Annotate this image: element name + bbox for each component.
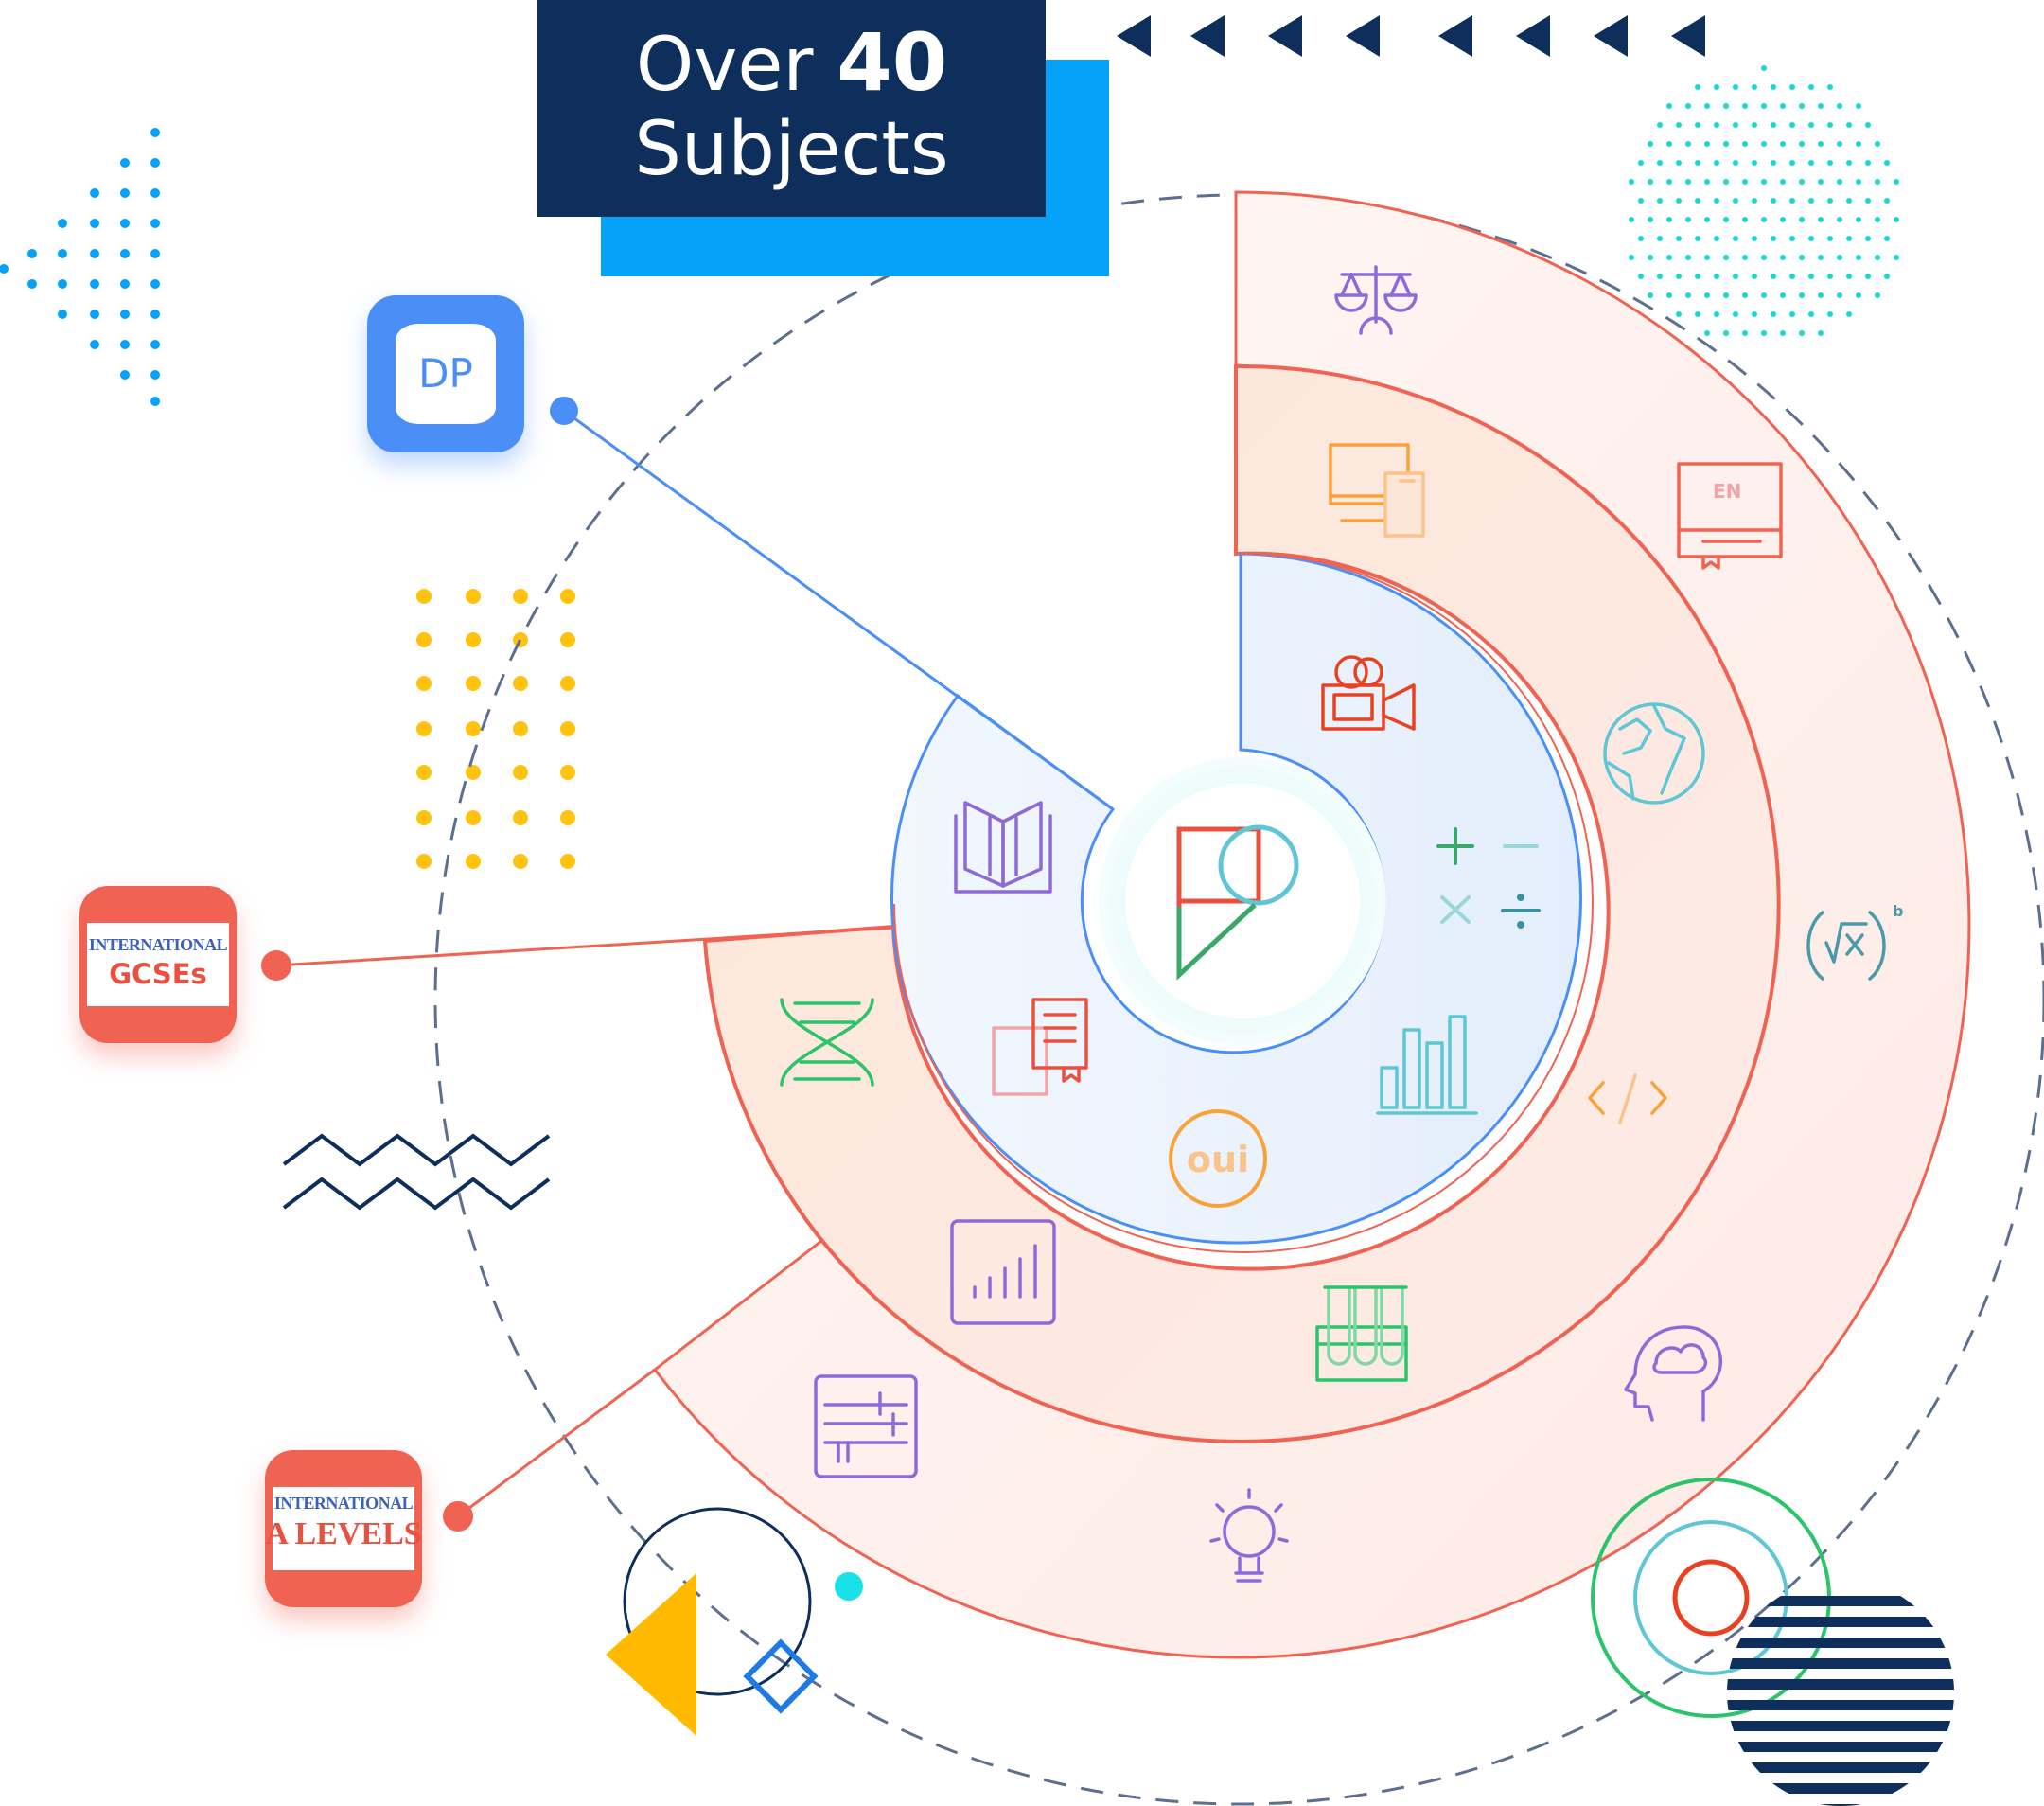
subject-count: 40 [837, 16, 948, 109]
test-tubes-icon [1315, 1285, 1408, 1382]
dna-icon [780, 998, 874, 1087]
english-book-icon: EN [1677, 462, 1783, 570]
striped-circle-decoration [1727, 1596, 1954, 1806]
igcse-label-top: INTERNATIONAL [88, 935, 228, 954]
code-icon [1588, 1073, 1667, 1124]
math-operators-icon [1436, 827, 1541, 929]
triangle-row-decoration [1117, 15, 1705, 57]
igcse-label-bottom: GCSEs [109, 958, 207, 990]
globe-icon [1603, 702, 1705, 805]
headline-banner: Over 40 Subjects [537, 0, 1046, 217]
connector-lines [261, 397, 1113, 1532]
open-book-icon [954, 801, 1052, 894]
dp-label: DP [418, 350, 473, 397]
dot-grid-decoration [416, 589, 575, 869]
french-oui-icon: oui [1169, 1109, 1267, 1208]
headline-line-1: Over 40 [537, 21, 1046, 107]
igcse-programme-tile[interactable]: INTERNATIONAL GCSEs [79, 886, 237, 1043]
alevel-label-top: INTERNATIONAL [273, 1494, 414, 1513]
lightbulb-icon [1209, 1488, 1289, 1583]
middle-ring-segment [702, 363, 1781, 1443]
film-camera-icon [1321, 655, 1416, 731]
chart-frame-icon [950, 1219, 1056, 1325]
geometric-shapes-decoration [606, 1507, 863, 1736]
zigzag-decoration [282, 1133, 551, 1211]
scales-icon [1334, 265, 1418, 335]
center-logo-icon [1176, 824, 1299, 981]
headline-prefix: Over [635, 23, 814, 108]
devices-icon [1329, 443, 1425, 538]
alevel-programme-tile[interactable]: INTERNATIONAL A LEVELS [265, 1450, 422, 1607]
alevel-label-bottom: A LEVELS [265, 1516, 422, 1551]
headline-line-2: Subjects [634, 107, 949, 192]
alevel-card [273, 1487, 414, 1570]
english-label: EN [1713, 480, 1741, 503]
brain-head-icon [1624, 1325, 1722, 1422]
dp-tile-badge [396, 324, 496, 424]
dp-programme-tile[interactable]: DP [367, 295, 524, 452]
bar-chart-icon [1376, 1015, 1478, 1115]
power-label: b [1893, 902, 1903, 920]
dotted-circle-decoration [1629, 65, 1899, 336]
oui-label: oui [1187, 1139, 1249, 1180]
igcse-card [87, 923, 229, 1006]
music-sheet-icon [814, 1374, 918, 1478]
dot-triangle-decoration [0, 128, 160, 406]
math-formula-icon: b [1806, 902, 1903, 981]
books-icon [992, 998, 1088, 1096]
